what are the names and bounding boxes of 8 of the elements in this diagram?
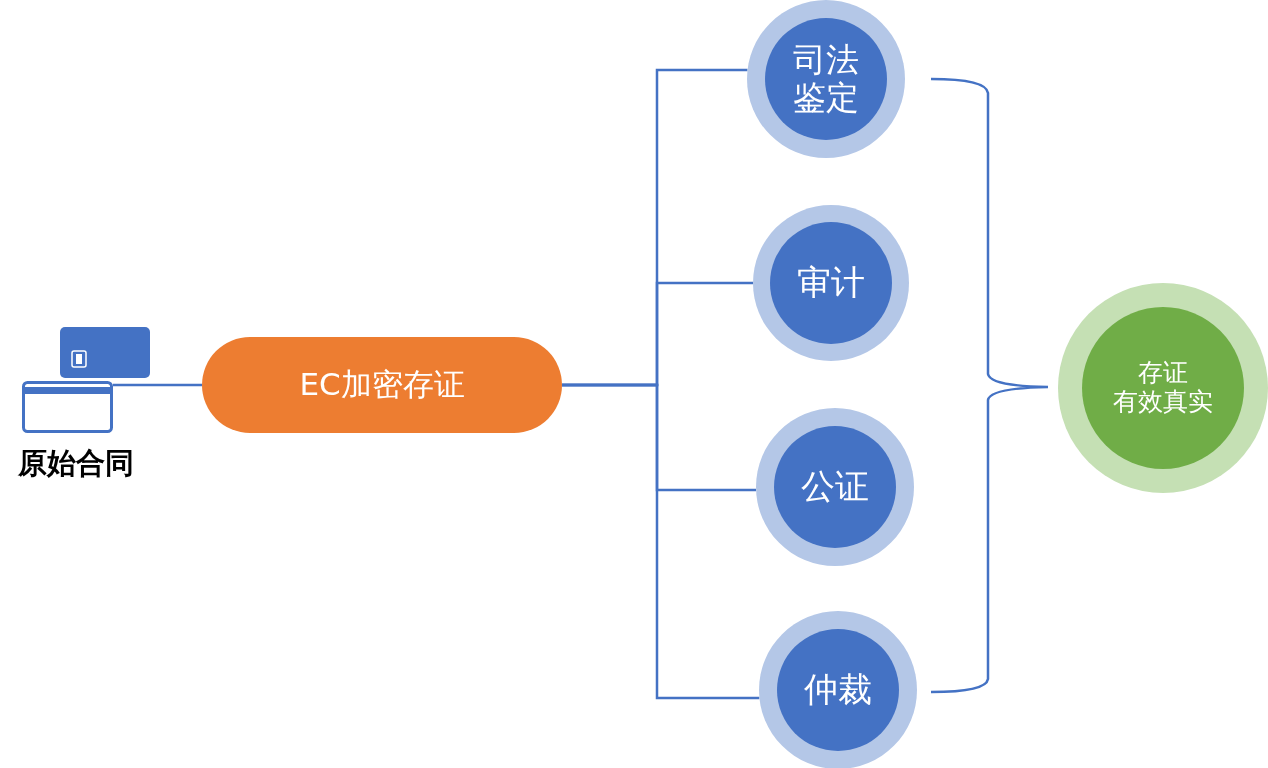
pill-node: EC加密存证 — [202, 337, 562, 433]
circle-node: 存证有效真实 — [1058, 283, 1268, 493]
connector-line — [562, 383, 760, 700]
circle-node: 审计 — [753, 205, 909, 361]
circle-node: 公证 — [756, 408, 914, 566]
node-label: 原始合同 — [18, 447, 134, 481]
connector-line — [113, 383, 202, 387]
circle-node: 司法鉴定 — [747, 0, 905, 158]
